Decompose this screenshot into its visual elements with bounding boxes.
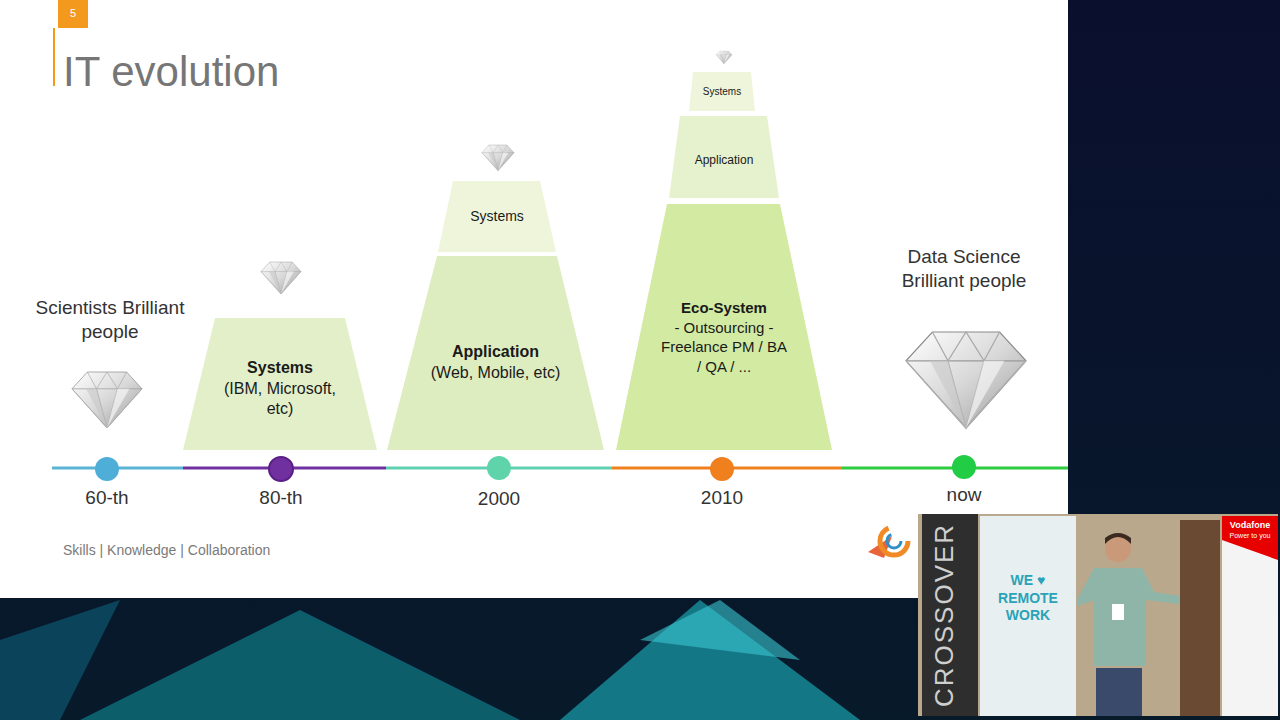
banner <box>1222 516 1278 716</box>
timeline-year: 2010 <box>672 486 772 510</box>
slide-area <box>0 0 1068 598</box>
timeline-year: 80-th <box>231 486 331 510</box>
trapezoid-outline <box>183 318 377 450</box>
title-accent-line <box>53 28 55 86</box>
slide-number-box <box>58 0 88 28</box>
banner-text: WE ♥ REMOTE WORK <box>986 572 1070 625</box>
slide-footer: Skills | Knowledge | Collaboration <box>63 542 383 560</box>
banner <box>980 516 1076 716</box>
era-trapezoid: Systems <box>689 72 755 111</box>
banner-text: CROSSOVER <box>928 520 961 710</box>
diamond-icon <box>482 145 514 171</box>
timeline-year: 60-th <box>57 486 157 510</box>
trapezoid-outline <box>689 72 755 111</box>
era-trapezoid: Systems(IBM, Microsoft, etc) <box>183 318 377 450</box>
timeline-dot <box>952 455 976 479</box>
timeline-dot <box>710 457 734 481</box>
trapezoid-outline <box>438 181 556 252</box>
teal-shape <box>640 600 800 660</box>
badge <box>1112 604 1124 620</box>
logo-mark <box>887 534 901 548</box>
speaker-body <box>1078 568 1180 666</box>
video-inset <box>918 514 1278 716</box>
node-heading: Systems <box>703 85 741 98</box>
banner <box>922 514 978 716</box>
era-caption: Data Science Brilliant people <box>888 245 1040 293</box>
node-body: (IBM, Microsoft, etc) <box>210 379 350 421</box>
era-trapezoid: Systems <box>438 181 556 252</box>
banner-text: Vodafone <box>1224 520 1276 531</box>
slide-number: 5 <box>58 7 88 21</box>
timeline-dot <box>269 457 293 481</box>
logo-mark <box>880 527 908 555</box>
node-heading: Application <box>695 153 754 169</box>
timeline-year: now <box>914 483 1014 507</box>
node-heading: Systems <box>247 358 313 379</box>
node-heading: Systems <box>470 207 524 225</box>
era-trapezoid: Eco-System- Outsourcing -Freelance PM / … <box>616 204 832 450</box>
diamond-icon <box>72 372 142 428</box>
diamond-icon <box>716 51 732 64</box>
banner-accent <box>1222 516 1278 560</box>
teal-shape <box>80 610 520 720</box>
speaker-legs <box>1096 668 1142 716</box>
era-trapezoid: Application(Web, Mobile, etc) <box>387 256 604 450</box>
teal-shape <box>560 600 860 720</box>
era-caption: Scientists Brilliant people <box>35 296 185 344</box>
timeline-dot <box>95 457 119 481</box>
trapezoid-outline <box>616 204 832 450</box>
diamond-icon <box>261 262 301 294</box>
diamond-icon <box>906 332 1026 428</box>
banner-text: Power to you <box>1224 532 1276 541</box>
trapezoid-outline <box>669 116 779 198</box>
timeline-year: 2000 <box>449 487 549 511</box>
era-trapezoid: Application <box>669 116 779 198</box>
door <box>1180 520 1220 716</box>
teal-shape <box>0 600 120 720</box>
node-body: - Outsourcing -Freelance PM / BA / QA / … <box>661 318 787 377</box>
timeline-dot <box>487 456 511 480</box>
node-body: (Web, Mobile, etc) <box>431 363 561 384</box>
node-heading: Application <box>452 342 539 363</box>
speaker-hair <box>1105 533 1131 544</box>
node-heading: Eco-System <box>681 298 767 318</box>
slide-title: IT evolution <box>63 46 279 99</box>
trapezoid-outline <box>387 256 604 450</box>
